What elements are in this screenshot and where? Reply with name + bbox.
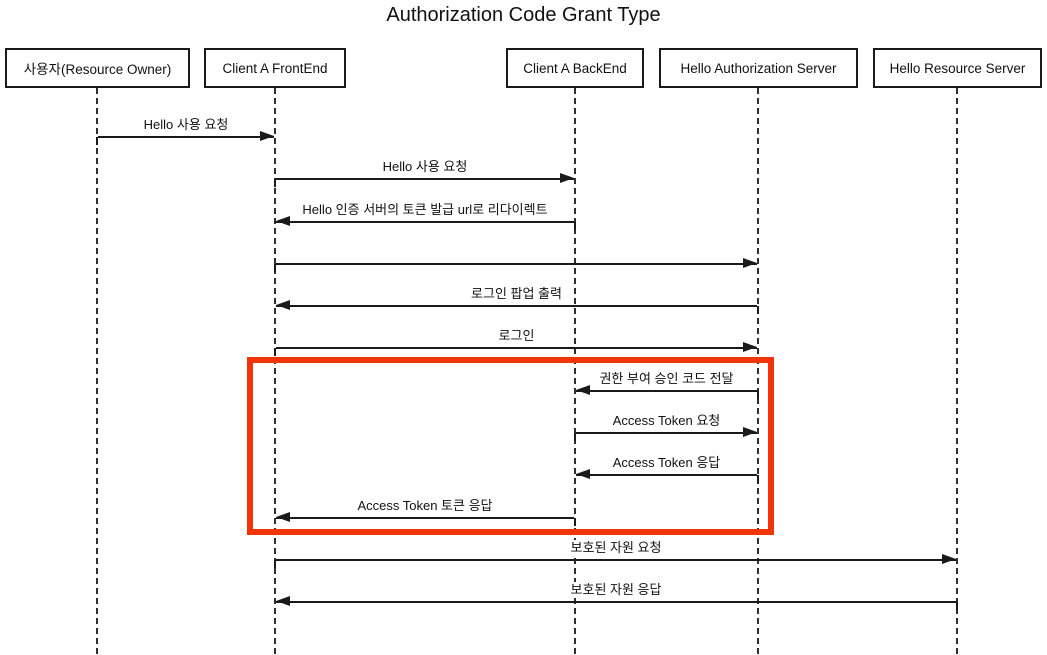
participant-box-resource: Hello Resource Server xyxy=(873,48,1042,88)
diagram-title: Authorization Code Grant Type xyxy=(386,4,661,26)
message-arrowhead xyxy=(743,258,757,268)
message-arrowhead xyxy=(276,216,290,226)
lifeline-auth xyxy=(757,88,759,655)
message-arrowhead xyxy=(276,300,290,310)
message-line xyxy=(576,390,757,392)
participant-label: Hello Resource Server xyxy=(889,60,1026,76)
message-label: Access Token 토큰 응답 xyxy=(354,498,496,514)
lifeline-user xyxy=(96,88,98,655)
message-line xyxy=(576,432,757,434)
message-label: 로그인 xyxy=(495,328,538,344)
message-label: Hello 사용 요청 xyxy=(379,159,471,175)
lifeline-resource xyxy=(956,88,958,655)
participant-box-backend: Client A BackEnd xyxy=(506,48,644,88)
message-label: Hello 사용 요청 xyxy=(140,117,232,133)
participant-label: Client A BackEnd xyxy=(523,60,627,76)
message-tail-tick xyxy=(574,222,576,230)
message-label: Access Token 요청 xyxy=(609,413,724,429)
participant-label: Hello Authorization Server xyxy=(680,60,837,76)
participant-box-auth: Hello Authorization Server xyxy=(659,48,858,88)
message-arrowhead xyxy=(576,469,590,479)
lifeline-backend xyxy=(574,88,576,655)
message-arrowhead xyxy=(942,554,956,564)
message-arrowhead xyxy=(576,385,590,395)
message-tail-tick xyxy=(757,391,759,399)
message-label: 보호된 자원 요청 xyxy=(567,540,665,556)
message-line xyxy=(276,347,757,349)
message-label: 로그인 팝업 출력 xyxy=(468,286,565,302)
message-tail-tick xyxy=(96,137,98,145)
message-line xyxy=(276,263,757,265)
message-tail-tick xyxy=(274,264,276,272)
message-tail-tick xyxy=(956,602,958,610)
message-line xyxy=(276,559,956,561)
message-tail-tick xyxy=(274,348,276,356)
message-arrowhead xyxy=(743,342,757,352)
message-arrowhead xyxy=(276,596,290,606)
lifeline-frontend xyxy=(274,88,276,655)
message-tail-tick xyxy=(274,179,276,187)
participant-box-frontend: Client A FrontEnd xyxy=(204,48,346,88)
message-line xyxy=(98,136,274,138)
message-arrowhead xyxy=(560,173,574,183)
message-line xyxy=(276,178,574,180)
message-arrowhead xyxy=(743,427,757,437)
message-line xyxy=(276,517,574,519)
participant-box-user: 사용자(Resource Owner) xyxy=(5,48,190,88)
message-label: Hello 인증 서버의 토큰 발급 url로 리다이렉트 xyxy=(299,202,551,218)
message-tail-tick xyxy=(757,475,759,483)
message-line xyxy=(576,474,757,476)
message-line xyxy=(276,221,574,223)
message-tail-tick xyxy=(274,560,276,568)
message-label: Access Token 응답 xyxy=(609,455,724,471)
message-arrowhead xyxy=(260,131,274,141)
message-label: 보호된 자원 응답 xyxy=(567,582,665,598)
message-label: 권한 부여 승인 코드 전달 xyxy=(596,371,737,387)
participant-label: Client A FrontEnd xyxy=(222,60,328,76)
message-tail-tick xyxy=(574,433,576,441)
participant-label: 사용자(Resource Owner) xyxy=(23,62,172,77)
message-tail-tick xyxy=(757,306,759,314)
message-line xyxy=(276,601,956,603)
message-arrowhead xyxy=(276,512,290,522)
message-tail-tick xyxy=(574,518,576,526)
message-line xyxy=(276,305,757,307)
